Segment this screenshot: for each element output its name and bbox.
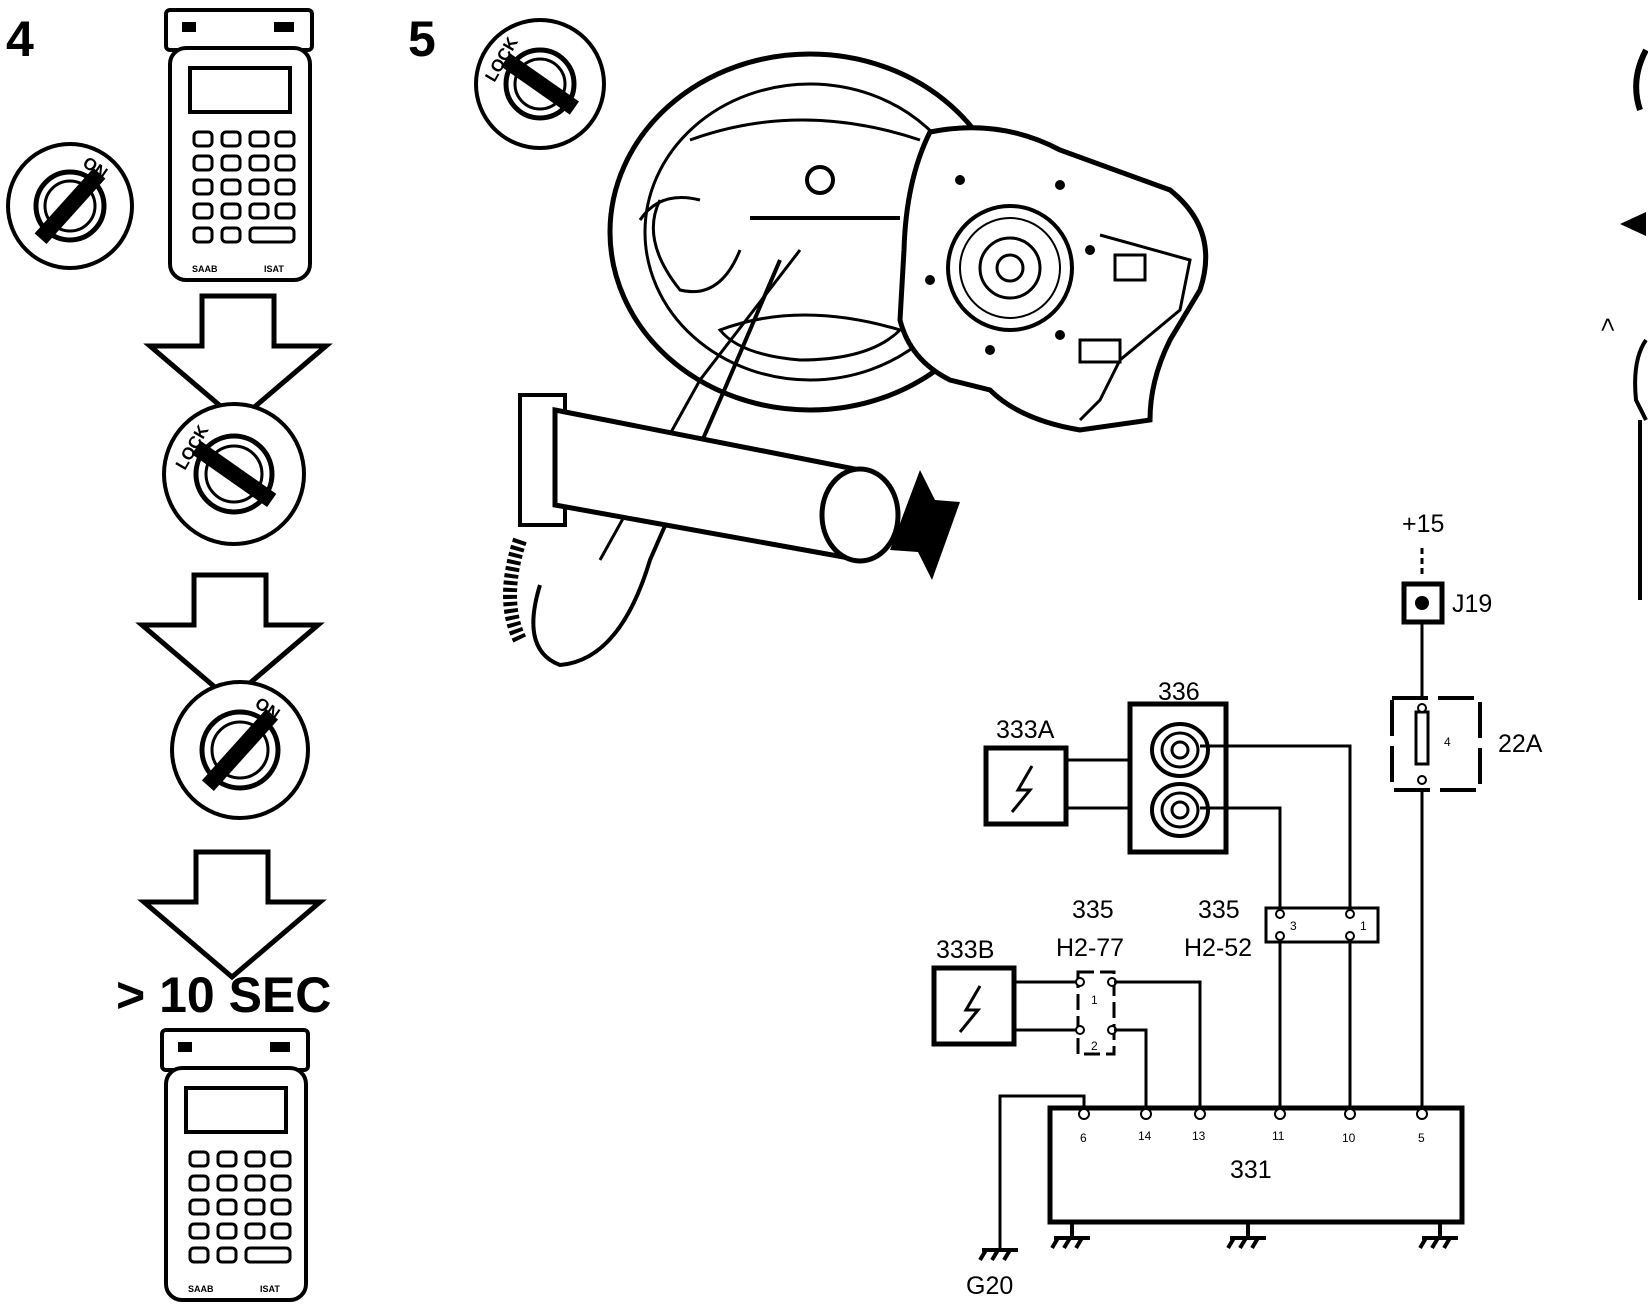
ignition-switch-lock-2: LOCK [474, 18, 606, 150]
fuse-pin-label: 4 [1444, 735, 1451, 749]
h277-pin1-label: 1 [1091, 993, 1098, 1007]
ignition-switch-on-1: ON [6, 142, 134, 270]
h277-name-label: H2-77 [1056, 934, 1124, 962]
ground-symbol-g20 [978, 1248, 1020, 1262]
duration-label: > 10 SEC [116, 967, 331, 1023]
ignition-switch-on-2: ON [170, 680, 310, 820]
step-4-number: 4 [6, 11, 34, 67]
right-edge-partial-figure [1620, 48, 1648, 600]
ground-label: G20 [966, 1272, 1013, 1300]
module-pin-10: 10 [1342, 1131, 1356, 1145]
h252-pin3-label: 3 [1290, 919, 1297, 933]
module-pin-13: 13 [1192, 1129, 1206, 1143]
h252-id-label: 335 [1198, 896, 1240, 924]
ground-symbol-1 [1050, 1236, 1092, 1250]
fuse-label: 22A [1498, 730, 1543, 758]
squib-b-label: 333B [936, 936, 994, 964]
ignition-switch-lock-1: LOCK [162, 402, 306, 546]
squib-a-label: 333A [996, 716, 1055, 744]
h252-pin1-label: 1 [1360, 919, 1367, 933]
step-5-number: 5 [408, 11, 436, 67]
ground-symbol-2 [1226, 1236, 1268, 1250]
module-pin-5: 5 [1418, 1131, 1425, 1145]
module-pin-11: 11 [1272, 1129, 1285, 1143]
module-pin-6: 6 [1080, 1131, 1087, 1145]
right-edge-mark: > [1594, 317, 1622, 332]
tester-key-right: ISAT [264, 264, 284, 274]
tester-key-right-2: ISAT [260, 1284, 280, 1294]
tester-key-left-2: SAAB [188, 1284, 214, 1294]
junction-label: J19 [1452, 590, 1492, 618]
module-pin-14: 14 [1138, 1129, 1152, 1143]
ground-symbol-3 [1418, 1236, 1460, 1250]
h277-id-label: 335 [1072, 896, 1114, 924]
supply-label: +15 [1402, 510, 1444, 538]
clock-spring-label: 336 [1158, 678, 1200, 706]
module-label: 331 [1230, 1156, 1272, 1184]
h277-pin2-label: 2 [1091, 1039, 1098, 1053]
diagnostic-tester-top: SAAB ISAT [164, 8, 314, 282]
down-arrow-3 [144, 852, 320, 977]
airbag-module [897, 125, 1209, 433]
h252-name-label: H2-52 [1184, 934, 1252, 962]
diagnostic-tester-bottom: SAAB ISAT [160, 1028, 310, 1302]
torx-tool [503, 249, 960, 668]
wiring-schematic [931, 548, 1482, 1248]
tester-key-left: SAAB [192, 264, 218, 274]
